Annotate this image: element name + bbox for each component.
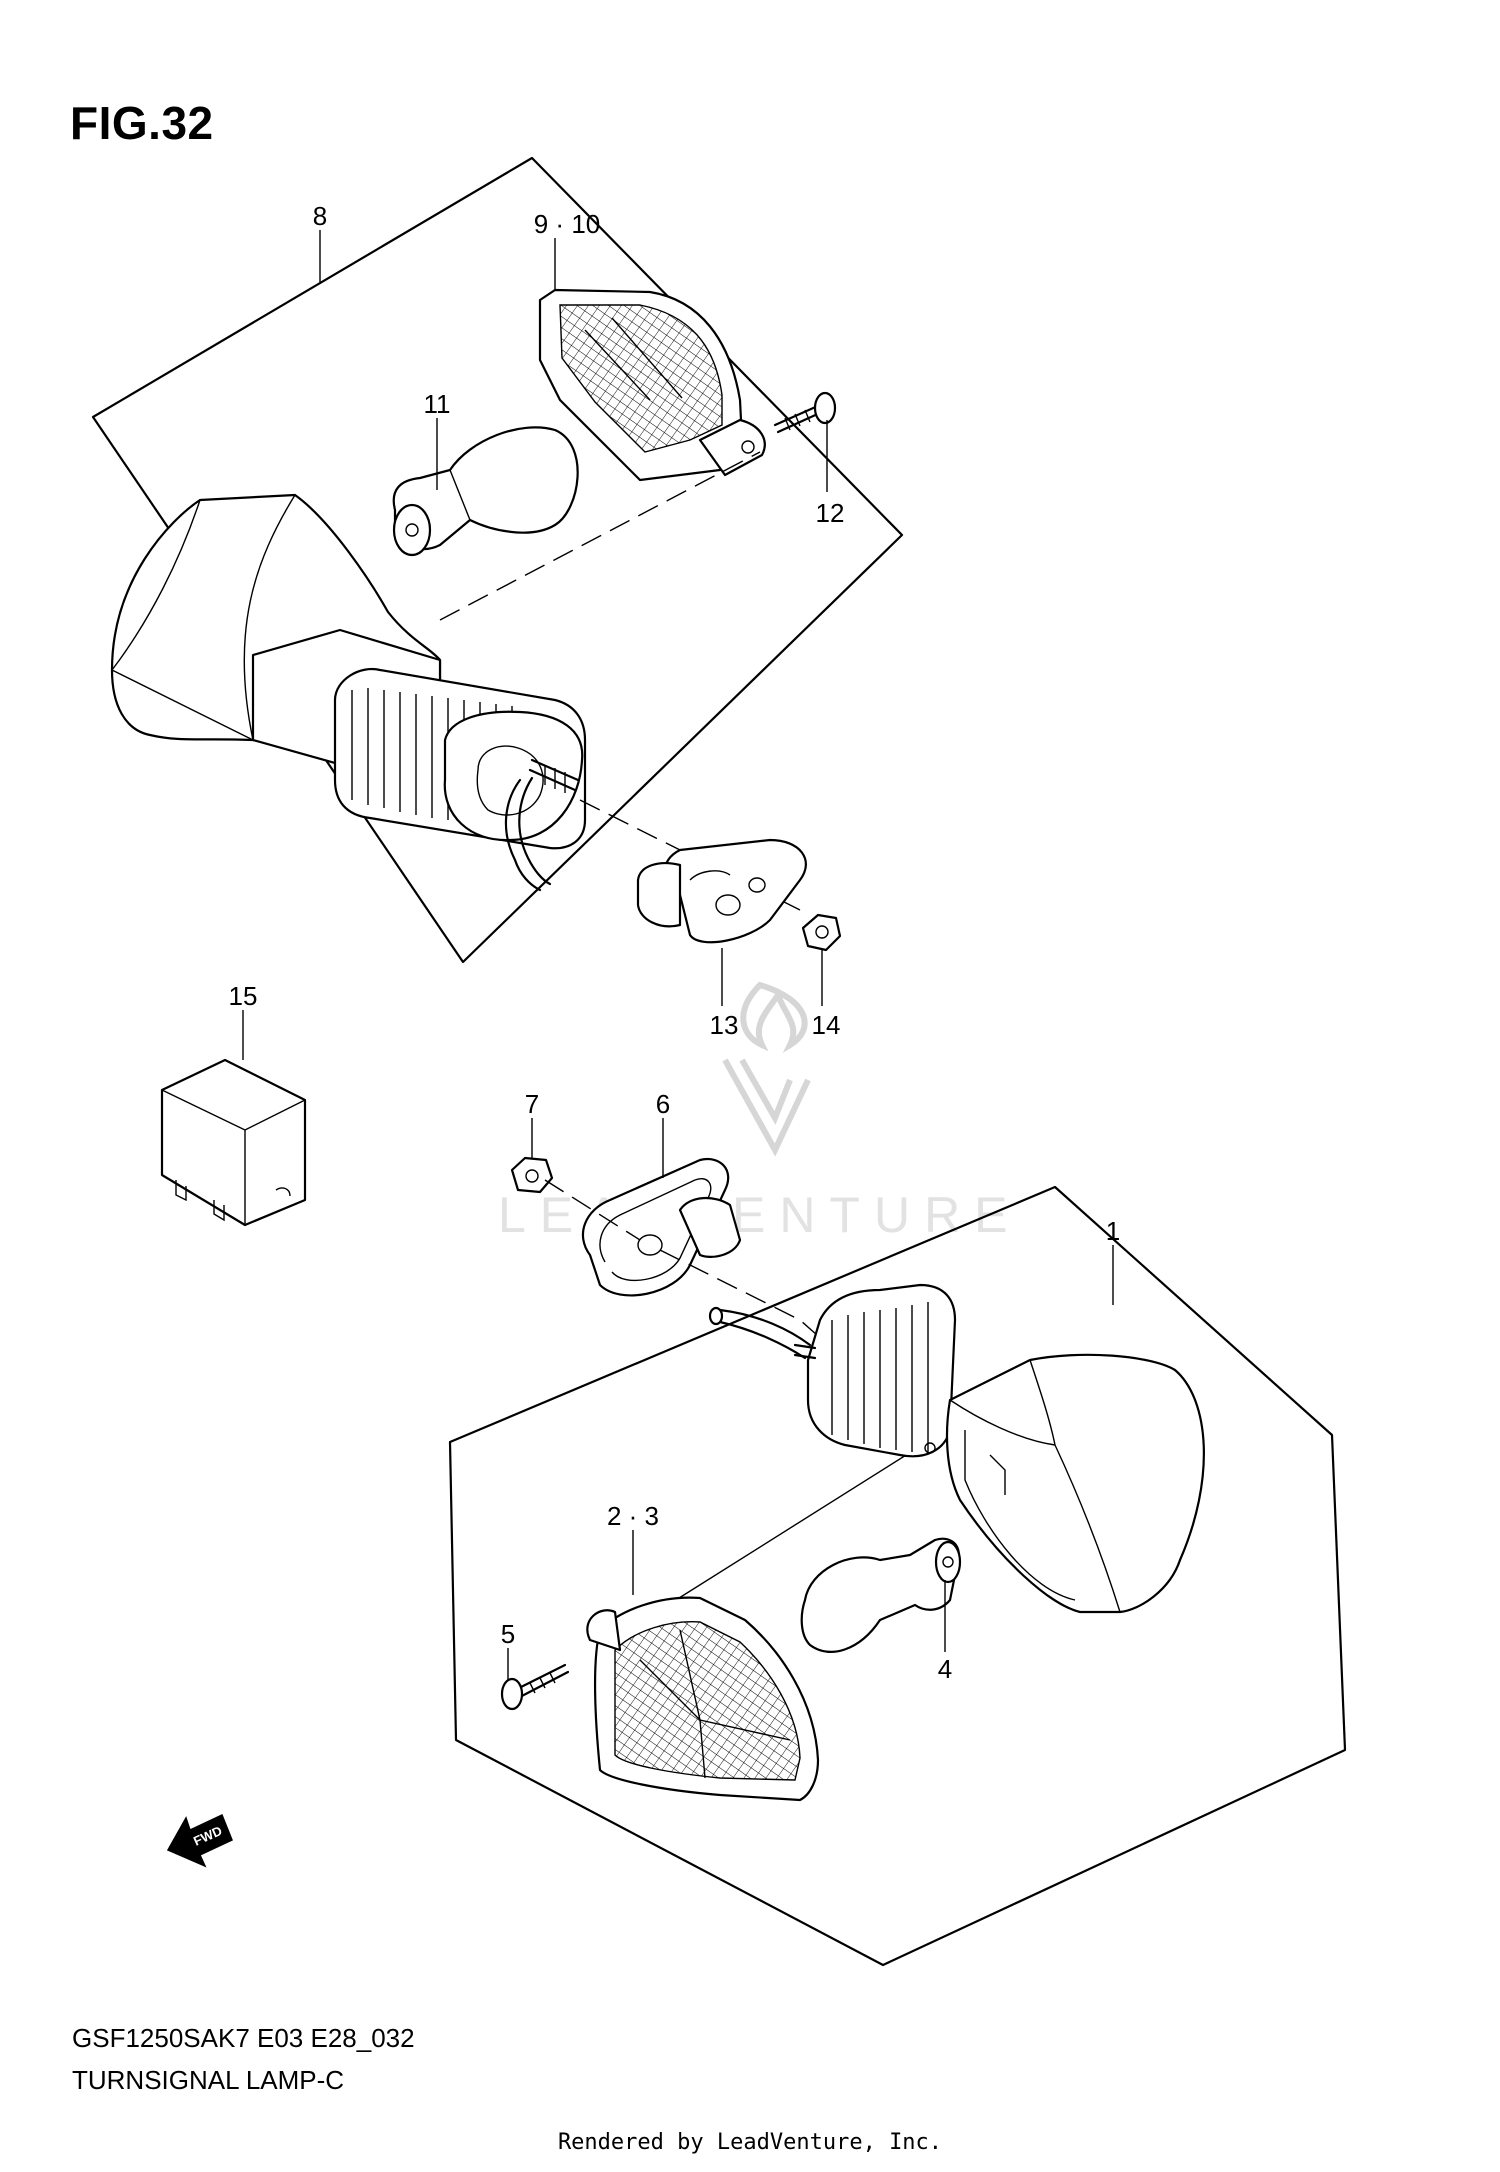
bracket-part-6 [581,1157,742,1297]
leader-lines [242,230,1114,1680]
upper-lens-part-9-10 [538,288,766,482]
assembly-axis-lower-3 [659,1439,931,1611]
relay-part-15 [160,1058,307,1227]
lower-lens-part-2-3 [586,1596,820,1802]
render-credit: Rendered by LeadVenture, Inc. [557,2130,943,2155]
screw-part-12 [773,391,837,434]
assembly-boundary-lower [448,1185,1347,1967]
callout-1: 1 [1106,1216,1120,1246]
callout-2-3: 2 · 3 [607,1501,659,1531]
bracket-part-13 [636,838,807,944]
nut-part-7 [510,1156,554,1194]
callout-15: 15 [229,981,258,1011]
model-code: GSF1250SAK7 E03 E28_032 [72,2023,415,2053]
callout-8: 8 [313,201,327,231]
screw-part-5 [500,1663,570,1711]
assembly-axis-lower-1 [544,1179,641,1241]
figure-title: FIG.32 [70,97,214,149]
upper-turnsignal-housing [110,493,587,892]
nut-part-14 [801,913,842,952]
callout-13: 13 [710,1010,739,1040]
watermark-logo: LEADVENTURE [498,981,1008,1243]
callout-6: 6 [656,1089,670,1119]
assembly-axis-upper-1 [439,451,761,621]
callout-5: 5 [501,1619,515,1649]
lower-turnsignal-housing [708,1283,1205,1614]
callout-12: 12 [816,498,845,528]
callout-labels: 1 2 · 3 4 5 6 7 8 9 · 10 11 12 13 14 15 [229,201,1121,1684]
fwd-arrow-icon: FWD [166,1813,233,1868]
callout-9-10: 9 · 10 [534,209,601,239]
bulb-part-11 [392,426,579,557]
callout-4: 4 [938,1654,952,1684]
callout-7: 7 [525,1089,539,1119]
section-title: TURNSIGNAL LAMP-C [72,2065,345,2095]
callout-14: 14 [812,1010,841,1040]
bulb-part-4 [800,1537,962,1653]
callout-11: 11 [424,389,451,419]
